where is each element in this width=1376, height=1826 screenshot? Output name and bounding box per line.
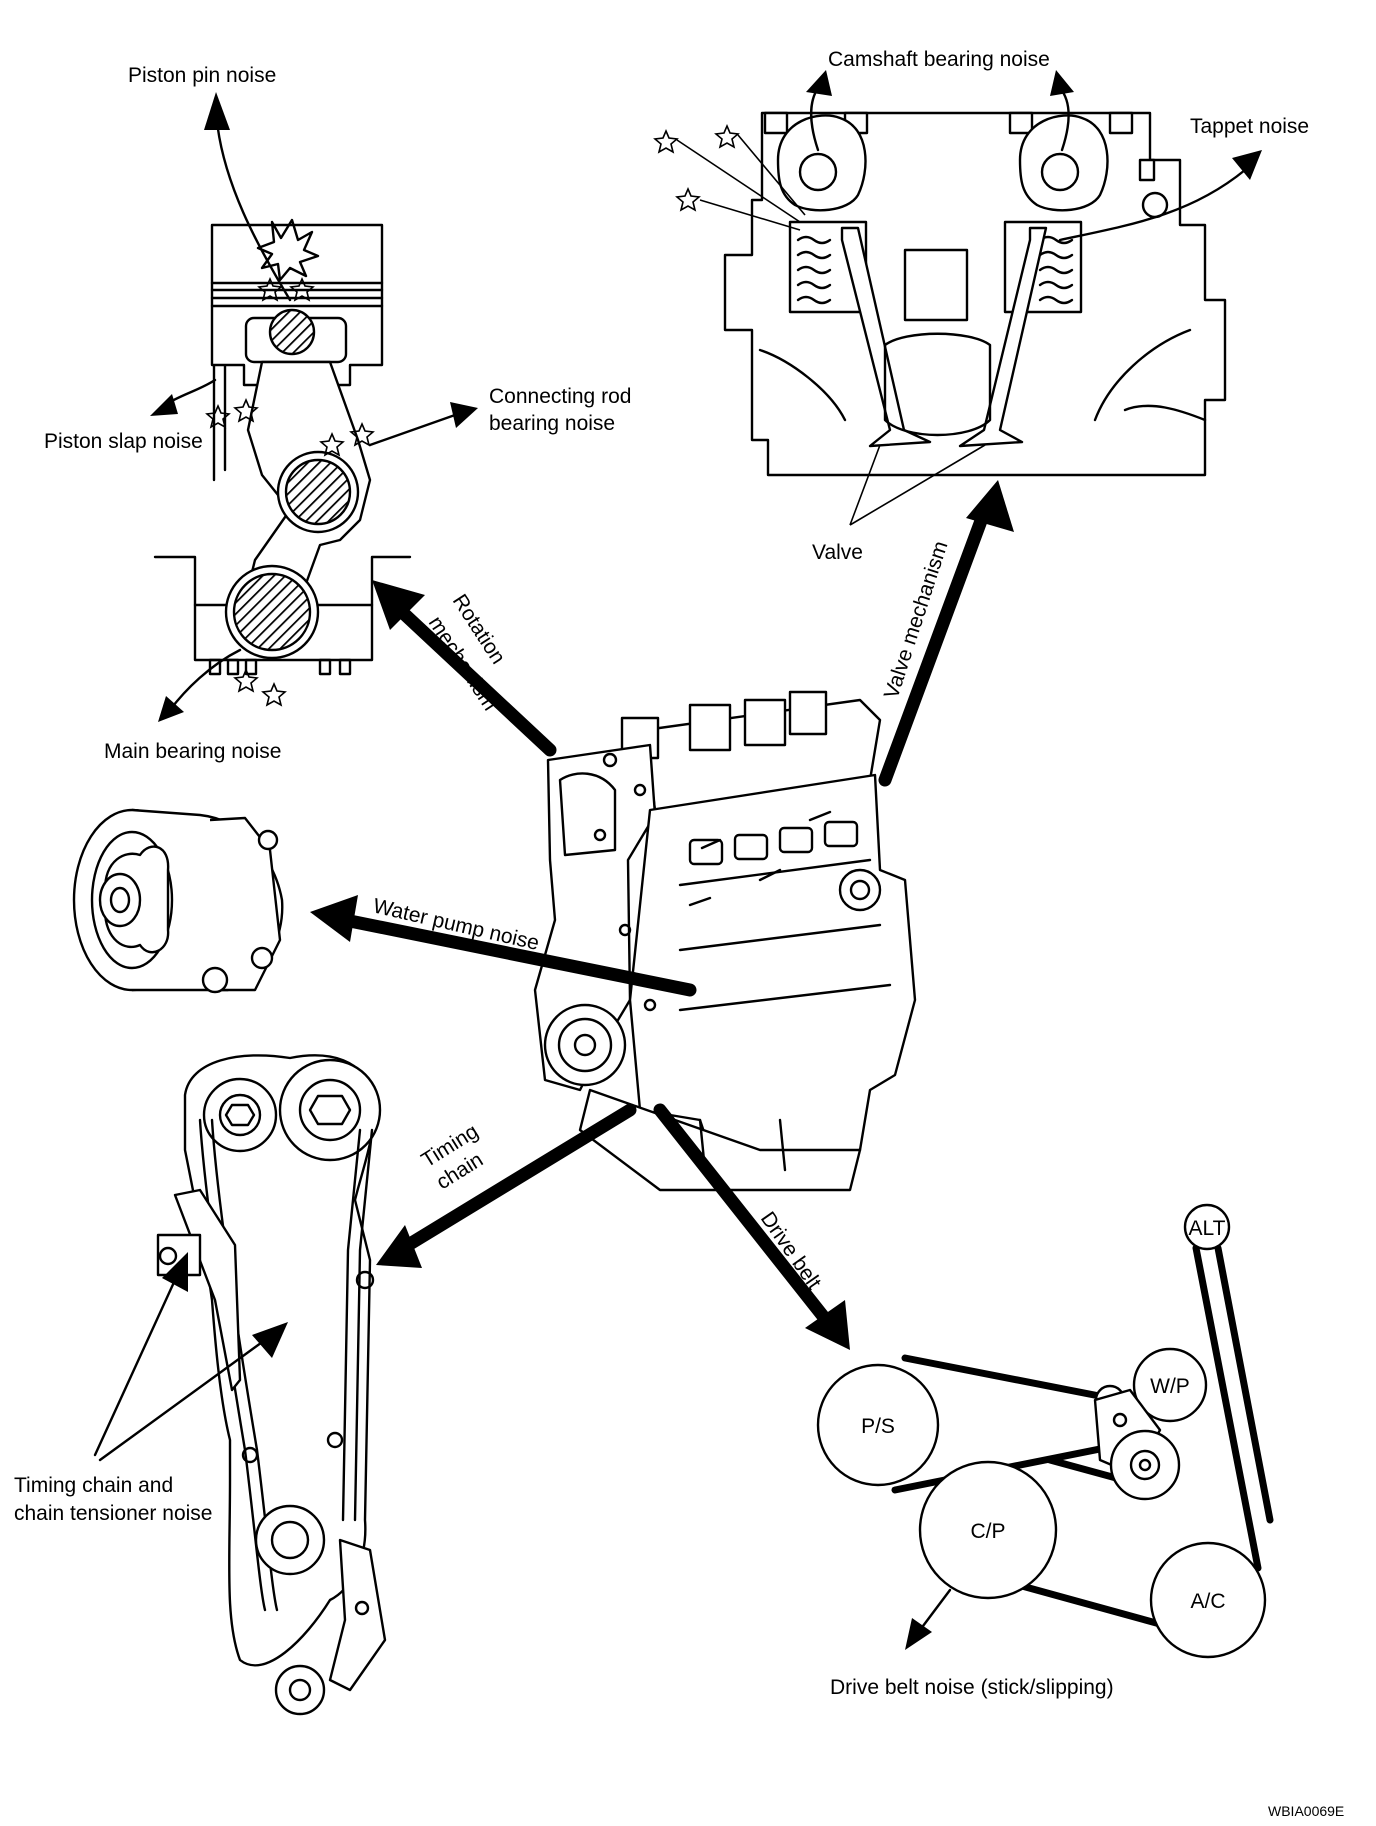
label-main-bearing-noise: Main bearing noise [104, 740, 281, 763]
water-pump-arrow [310, 895, 697, 997]
conrod-bearing-arrow [368, 402, 478, 447]
engine-block [533, 690, 917, 1192]
label-connecting-rod-2: bearing noise [489, 412, 615, 435]
pulley-label-cp: C/P [970, 1520, 1005, 1543]
valve-leaders [849, 444, 986, 526]
pulley-label-alt: ALT [1189, 1217, 1226, 1240]
label-valve: Valve [812, 541, 863, 564]
label-piston-pin-noise: Piston pin noise [128, 64, 276, 87]
label-timing-chain-noise-2: chain tensioner noise [14, 1502, 212, 1525]
pulley-label-wp: W/P [1150, 1375, 1190, 1398]
label-tappet-noise: Tappet noise [1190, 115, 1309, 138]
pulley-label-ps: P/S [861, 1415, 895, 1438]
label-timing-chain-noise-1: Timing chain and [14, 1474, 173, 1497]
timing-chain-leaders [93, 1252, 288, 1462]
camshaft-arrow-left [806, 70, 832, 152]
timing-chain-assembly [156, 1054, 387, 1716]
water-pump [72, 808, 284, 994]
rotation-mechanism-arrow [372, 580, 557, 757]
tappet-arrow [1058, 150, 1262, 242]
valve-mechanism-arrow [878, 480, 1014, 787]
piston-assembly [153, 218, 412, 707]
cylinder-head [723, 111, 1227, 477]
piston-pin-arrow [204, 92, 292, 302]
piston-slap-arrow [150, 378, 217, 416]
figure-code: WBIA0069E [1268, 1803, 1344, 1819]
drive-belt-arrow [653, 1103, 850, 1350]
main-bearing-arrow [158, 648, 242, 722]
valve-stars [653, 123, 806, 231]
timing-chain-arrow [376, 1103, 637, 1268]
label-camshaft-bearing-noise: Camshaft bearing noise [828, 48, 1050, 71]
pulley-label-ac: A/C [1190, 1590, 1225, 1613]
camshaft-arrow-right [1050, 70, 1074, 152]
drive-belt-noise-arrow [905, 1588, 952, 1650]
label-drive-belt-noise: Drive belt noise (stick/slipping) [830, 1676, 1114, 1699]
drive-belt-system [816, 1203, 1274, 1659]
label-piston-slap-noise: Piston slap noise [44, 430, 203, 453]
label-connecting-rod-1: Connecting rod [489, 385, 631, 408]
